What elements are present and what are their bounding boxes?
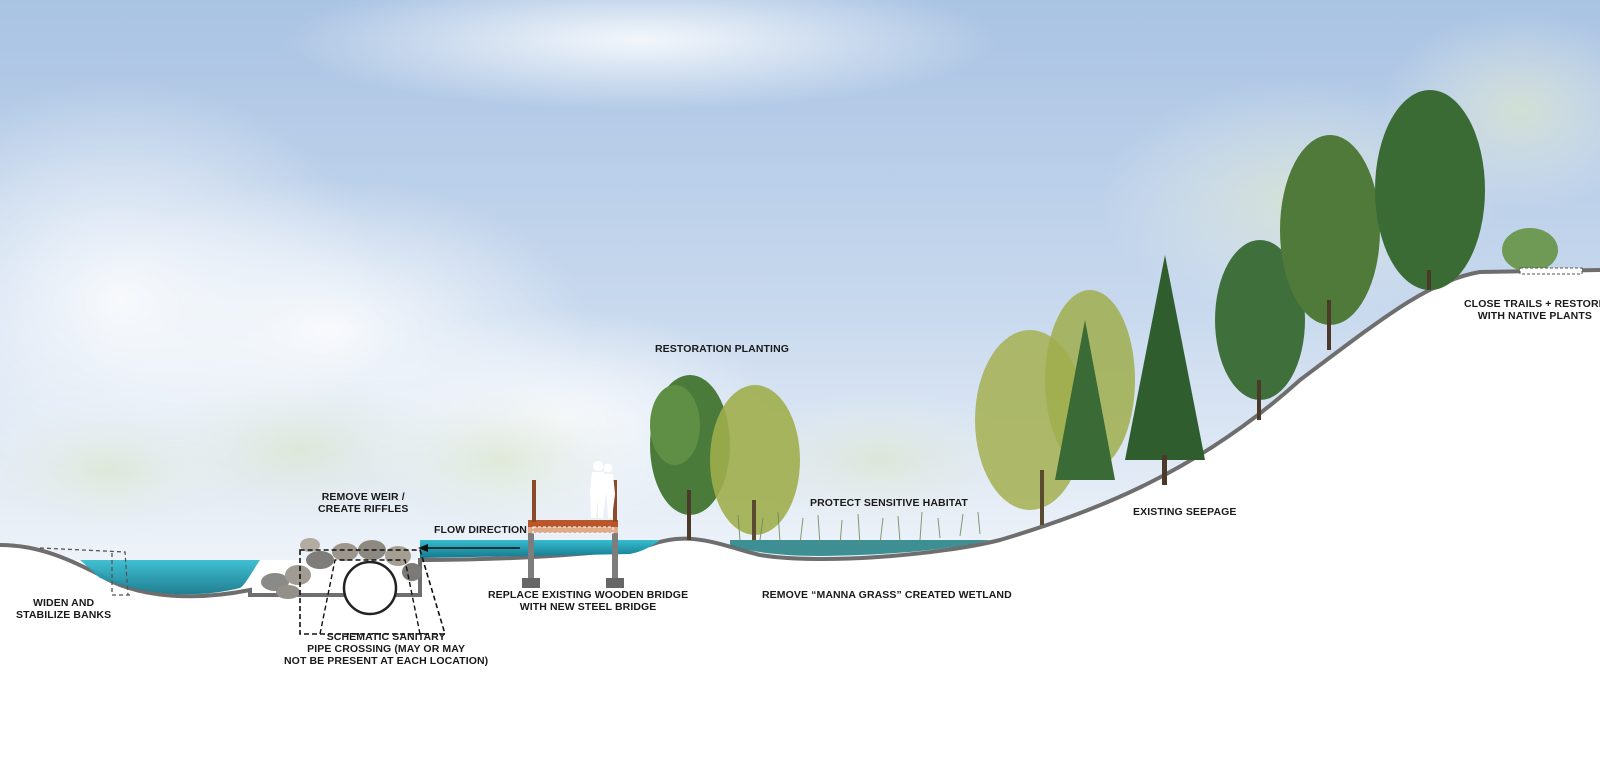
label-protect-habitat: PROTECT SENSITIVE HABITAT bbox=[810, 497, 968, 509]
sanitary-pipe-crossing bbox=[299, 549, 447, 635]
label-restoration-planting: RESTORATION PLANTING bbox=[655, 343, 790, 355]
riffle-rocks bbox=[261, 538, 422, 599]
stream-water bbox=[80, 560, 260, 595]
label-existing-seepage: EXISTING SEEPAGE bbox=[1133, 506, 1237, 518]
label-flow-direction: FLOW DIRECTION bbox=[434, 524, 527, 536]
slope-trees bbox=[1055, 90, 1558, 485]
person-silhouette-icon bbox=[590, 461, 615, 518]
wetland-water bbox=[730, 540, 990, 556]
ground-section bbox=[0, 270, 1600, 775]
label-remove-wetland: REMOVE “MANNA GRASS” CREATED WETLAND bbox=[762, 589, 1012, 601]
wetland-grasses bbox=[737, 511, 981, 546]
ground-line bbox=[0, 268, 1600, 599]
stream-water-mid bbox=[420, 540, 660, 558]
trail-bench bbox=[1519, 267, 1583, 275]
flow-arrow-icon bbox=[418, 544, 520, 552]
label-widen-banks: WIDEN AND STABILIZE BANKS bbox=[16, 597, 112, 621]
steel-bridge bbox=[522, 480, 624, 588]
label-close-trails: CLOSE TRAILS + RESTORE WITH NATIVE PLANT… bbox=[1464, 298, 1600, 322]
restoration-planting-trees bbox=[650, 375, 800, 540]
pipe-circle-icon bbox=[342, 560, 398, 616]
label-sanitary-pipe: SCHEMATIC SANITARY PIPE CROSSING (MAY OR… bbox=[284, 631, 489, 667]
label-replace-bridge: REPLACE EXISTING WOODEN BRIDGE WITH NEW … bbox=[488, 589, 689, 613]
bank-widening-outline bbox=[39, 547, 130, 596]
label-remove-weir: REMOVE WEIR / CREATE RIFFLES bbox=[318, 491, 409, 515]
